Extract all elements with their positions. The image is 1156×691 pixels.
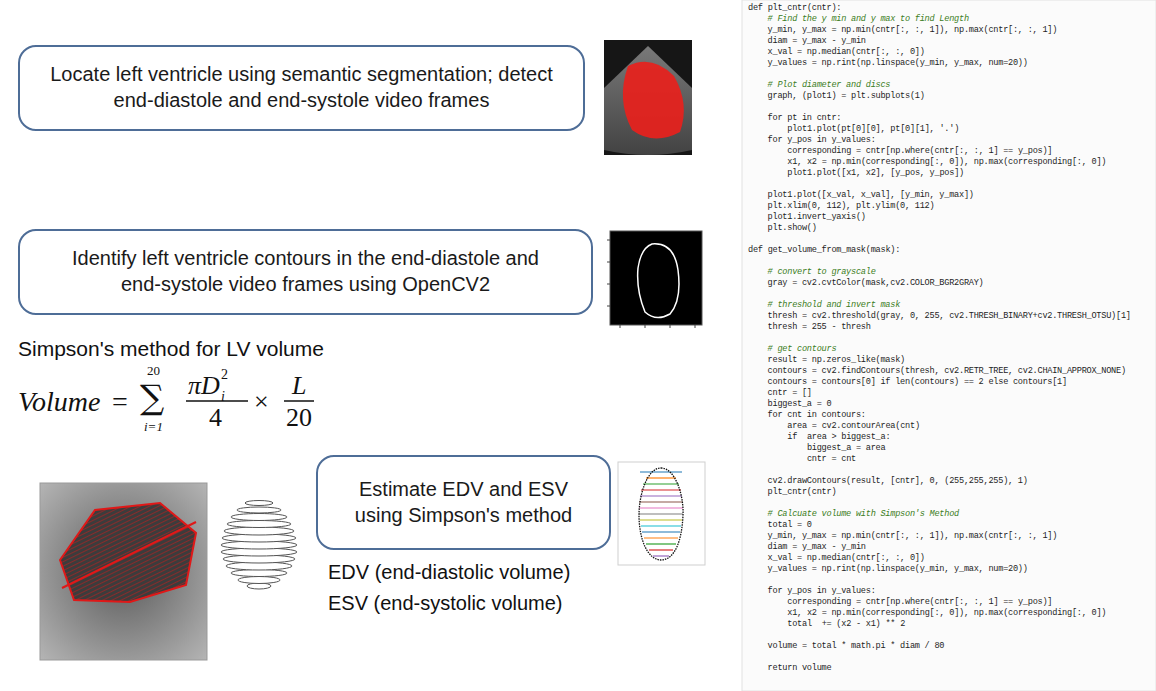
summation-index: i=1 [144, 420, 163, 433]
summation-symbol: ∑ [140, 380, 164, 414]
code-line: thresh = cv2.threshold(gray, 0, 255, cv2… [768, 311, 1131, 322]
process-box: Locate left ventricle using semantic seg… [18, 45, 585, 131]
box-text: Identify left ventricle contours in the … [50, 246, 561, 297]
code-line: result = np.zeros_like(mask) [768, 355, 905, 366]
formula-term: πD [188, 373, 220, 399]
code-line: y_values = np.rint(np.linspace(y_min, y_… [768, 58, 1028, 69]
code-line: corresponding = cntr[np.where(cntr[:, :,… [787, 146, 1052, 157]
angiogram-image [40, 483, 207, 660]
code-line: biggest_a = area [807, 443, 886, 454]
code-line: return volume [768, 663, 832, 674]
disc-plot-image [618, 462, 705, 565]
code-panel [742, 0, 1156, 691]
echo-segmentation-image [604, 40, 692, 155]
formula-operator: × [254, 389, 269, 415]
code-line: for y_pos in y_values: [768, 135, 876, 146]
code-line: y_min, y_max = np.min(cntr[:, :, 1]), np… [768, 531, 1058, 542]
code-line: plt_cntr(cntr) [768, 487, 837, 498]
process-box: Identify left ventricle contours in the … [18, 229, 593, 315]
disc-stack-drawing [221, 501, 297, 590]
fraction-bar [186, 400, 248, 402]
code-line: x1, x2 = np.min(corresponding[:, 0]), np… [787, 608, 1106, 619]
process-box: Estimate EDV and ESV using Simpson's met… [316, 455, 611, 550]
definition-text: EDV (end-diastolic volume) [328, 561, 570, 584]
code-line: volume = total * math.pi * diam / 80 [768, 641, 945, 652]
code-line: y_values = np.rint(np.linspace(y_min, y_… [768, 564, 1028, 575]
code-line: x1, x2 = np.min(corresponding[:, 0]), np… [787, 157, 1106, 168]
code-line: biggest_a = 0 [768, 399, 832, 410]
formula-term: Volume [18, 388, 100, 416]
code-line: corresponding = cntr[np.where(cntr[:, :,… [787, 597, 1052, 608]
code-line: def plt_cntr(cntr): [748, 3, 841, 14]
code-line: contours = cv2.findContours(thresh, cv2.… [768, 366, 1126, 377]
code-line: plt.xlim(0, 112), plt.ylim(0, 112) [768, 201, 935, 212]
code-line: for y_pos in y_values: [768, 586, 876, 597]
contour-image [607, 231, 702, 328]
code-line: plot1.invert_yaxis() [768, 212, 866, 223]
code-comment: # Plot diameter and discs [768, 80, 891, 91]
code-line: for pt in cntr: [768, 113, 842, 124]
code-line: total += (x2 - x1) ** 2 [787, 619, 905, 630]
code-comment: # Find the y min and y max to find Lengt… [768, 14, 969, 25]
code-line: diam = y_max - y_min [768, 542, 866, 553]
definition-text: ESV (end-systolic volume) [328, 592, 563, 615]
box-text: Locate left ventricle using semantic seg… [48, 62, 555, 113]
code-line: gray = cv2.cvtColor(mask,cv2.COLOR_BGR2G… [768, 278, 984, 289]
box-text: Estimate EDV and ESV using Simpson's met… [348, 477, 579, 528]
code-line: plot1.plot([x_val, x_val], [y_min, y_max… [768, 190, 974, 201]
code-line: plot1.plot([x1, x2], [y_pos, y_pos]) [787, 168, 964, 179]
code-line: diam = y_max - y_min [768, 36, 866, 47]
code-line: plt.show() [768, 223, 817, 234]
code-line: for cnt in contours: [768, 410, 866, 421]
code-comment: # get contours [768, 344, 837, 355]
code-line: total = 0 [768, 520, 812, 531]
code-comment: # convert to grayscale [768, 267, 876, 278]
code-comment: # Calcuate volume with Simpson's Method [768, 509, 959, 520]
code-line: x_val = np.median(cntr[:, :, 0]) [768, 553, 925, 564]
section-heading: Simpson's method for LV volume [18, 337, 324, 361]
code-line: x_val = np.median(cntr[:, :, 0]) [768, 47, 925, 58]
code-line: plot1.plot(pt[0][0], pt[0][1], '.') [787, 124, 959, 135]
code-line: if area > biggest_a: [787, 432, 890, 443]
code-line: cntr = [] [768, 388, 812, 399]
superscript: 2 [221, 368, 228, 382]
code-line: def get_volume_from_mask(mask): [748, 245, 900, 256]
subscript: i [221, 390, 225, 404]
code-line: cntr = cnt [807, 454, 856, 465]
fraction-bar [284, 400, 314, 402]
summation-limit: 20 [147, 364, 160, 377]
formula-term: 20 [286, 405, 312, 431]
formula-term: 4 [209, 405, 222, 431]
code-line: y_min, y_max = np.min(cntr[:, :, 1]), np… [768, 25, 1058, 36]
code-line: cv2.drawContours(result, [cntr], 0, (255… [768, 476, 1028, 487]
code-line: graph, (plot1) = plt.subplots(1) [768, 91, 925, 102]
formula-operator: = [112, 388, 128, 416]
code-comment: # threshold and invert mask [768, 300, 901, 311]
code-line: area = cv2.contourArea(cnt) [787, 421, 920, 432]
formula-term: L [292, 373, 306, 399]
code-line: thresh = 255 - thresh [768, 322, 871, 333]
code-line: contours = contours[0] if len(contours) … [768, 377, 1067, 388]
